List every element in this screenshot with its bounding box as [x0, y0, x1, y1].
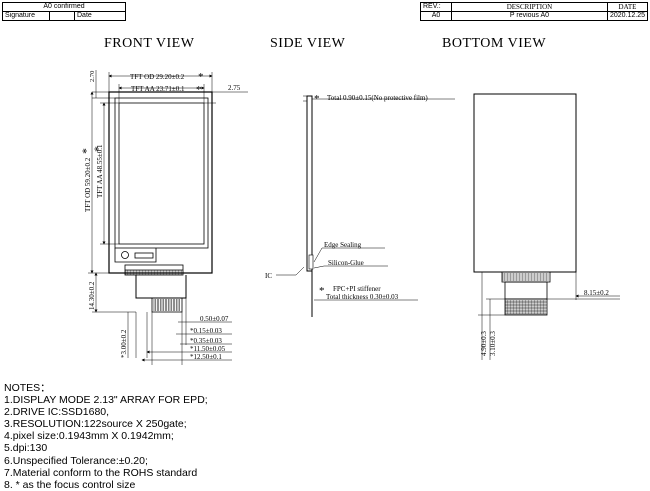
fiducial-circle [121, 251, 129, 259]
bottom-fpc-lower [504, 281, 548, 300]
dim-fpc-offset: 8.15±0.2 [584, 289, 609, 297]
note-item: 3.RESOLUTION:122source X 250gate; [4, 418, 187, 431]
note-item: 2.DRIVE IC:SSD1680, [4, 406, 110, 419]
revision-title-block: REV.: DESCRIPTION DATE A0 P revious A0 2… [420, 2, 649, 21]
bottom-fpc-stiffener [504, 298, 548, 316]
label-stiffener: FPC+PI stiffener [333, 285, 381, 293]
side-view-title: SIDE VIEW [270, 36, 346, 51]
dim-pin-pitch: *0.15±0.03 [190, 327, 222, 335]
front-dimension-lines [88, 70, 248, 365]
date-value: 2020.12.25 [606, 11, 649, 21]
bottom-panel-outline [473, 93, 577, 273]
dim-fpc-width-a: *11.50±0.05 [190, 345, 226, 353]
leader-ic [276, 266, 305, 276]
front-view-drawing [108, 91, 213, 313]
label-silicon-glue: Silicon-Glue [328, 259, 364, 267]
fpc-tail-outline [135, 275, 187, 299]
notch-outline [114, 248, 157, 263]
side-panel-profile [306, 95, 313, 272]
front-view-title: FRONT VIEW [104, 36, 195, 51]
dim-pin-gap: *0.35±0.03 [190, 337, 222, 345]
dim-bottom-b: 3.10±0.3 [489, 331, 497, 356]
note-item: 5.dpi:130 [4, 442, 48, 455]
star-stiffener: * [319, 285, 325, 297]
date-label: Date [74, 11, 126, 21]
side-view-drawing [276, 95, 455, 317]
side-dimension-texts: * Total 0.90±0.15(No protective film) Ed… [265, 93, 428, 301]
dim-fpc-tail: *3.00±0.2 [120, 329, 128, 358]
active-area-inner [118, 102, 205, 245]
fpc-pin-area [151, 297, 183, 313]
front-fpc-pins [153, 299, 180, 311]
dim-offset-top: 2.70 [89, 71, 96, 82]
dim-tft-od-width: TFT OD 29.20±0.2 [130, 73, 185, 81]
star-aa-height: * [91, 146, 105, 152]
bottom-fpc-hatch [502, 273, 549, 315]
star-total: * [314, 93, 320, 105]
note-item: 8. * as the focus control size [4, 478, 136, 491]
active-area-outer [114, 97, 209, 249]
bottom-dimension-lines [478, 272, 620, 360]
star-od-width: * [198, 71, 204, 83]
rev-value: A0 [420, 11, 452, 21]
approval-title-block: A0 confirmed Signature Date [2, 2, 126, 21]
note-item: 4.pixel size:0.1943mm X 0.1942mm; [4, 430, 174, 443]
dim-total-thickness: Total 0.90±0.15(No protective film) [327, 94, 428, 102]
label-ic: IC [265, 272, 272, 280]
label-edge-sealing: Edge Sealing [324, 241, 362, 249]
dim-fpc-width-b: *12.50±0.1 [190, 353, 222, 361]
note-item: 1.DISPLAY MODE 2.13" ARRAY FOR EPD; [4, 394, 208, 407]
side-ic [308, 254, 314, 270]
leader-silicon-glue [313, 265, 388, 269]
ic-chip [134, 252, 154, 259]
note-item: 6.Unspecified Tolerance:±0.20; [4, 454, 148, 467]
panel-outline [108, 91, 213, 274]
note-item: 7.Material conform to the ROHS standard [4, 466, 198, 479]
notes-heading: NOTES： [4, 382, 51, 394]
bottom-view-title: BOTTOM VIEW [442, 36, 547, 51]
dim-bottom-a: 4.90±0.3 [480, 331, 488, 356]
front-dimension-texts: TFT OD 29.20±0.2 * TFT AA 23.71±0.1 * 2.… [79, 71, 241, 361]
front-bond-hatch [125, 270, 182, 275]
label-stiffener-total: Total thickness 0.30±0.03 [326, 293, 399, 301]
star-aa-width: * [196, 84, 202, 96]
bottom-view-drawing [473, 93, 577, 316]
bottom-dimension-texts: 8.15±0.2 4.90±0.3 3.10±0.3 [480, 289, 609, 356]
leader-edge-sealing [313, 247, 385, 263]
dim-pin-width: 0.50±0.07 [200, 315, 229, 323]
dim-fpc-length: 14.30±0.2 [88, 281, 96, 310]
notes-section: NOTES： 1.DISPLAY MODE 2.13" ARRAY FOR EP… [4, 382, 208, 491]
dim-tft-aa-height: TFT AA 48.55±0.1 [96, 144, 104, 198]
dim-offset-right: 2.75 [228, 84, 241, 92]
dim-tft-od-height: TFT OD 59.20±0.2 [84, 157, 92, 212]
dim-tft-aa-width: TFT AA 23.71±0.1 [131, 85, 185, 93]
bottom-fpc-upper [501, 271, 551, 283]
star-od-height: * [79, 148, 93, 154]
